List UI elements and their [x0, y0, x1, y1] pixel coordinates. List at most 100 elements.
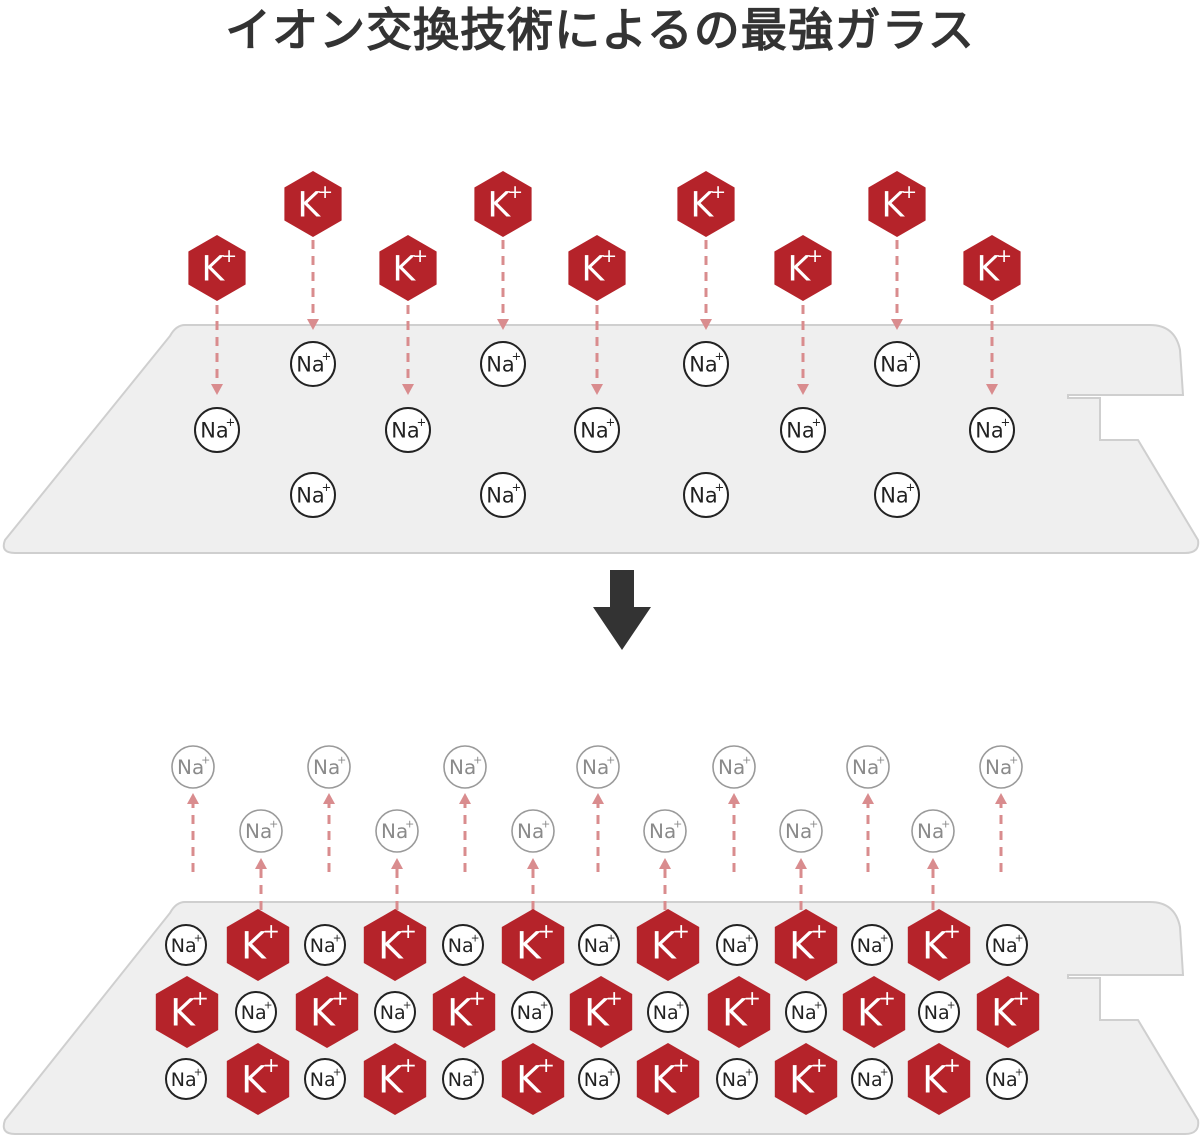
sodium-symbol: Na	[584, 1069, 610, 1091]
arrow-head-icon	[728, 793, 740, 804]
sodium-circle	[374, 991, 416, 1033]
potassium-ion: K+	[569, 976, 633, 1048]
sodium-circle	[443, 745, 487, 789]
sodium-ion: Na+	[716, 1058, 758, 1100]
potassium-hexagon	[363, 909, 427, 981]
potassium-charge: +	[606, 986, 623, 1010]
potassium-symbol: K	[722, 991, 748, 1035]
potassium-charge: +	[811, 919, 828, 943]
potassium-symbol: K	[789, 1058, 815, 1102]
sodium-charge: +	[676, 1000, 685, 1012]
sodium-charge: +	[906, 480, 916, 494]
sodium-charge: +	[322, 349, 332, 363]
potassium-hexagon	[432, 976, 496, 1048]
sodium-charge: +	[201, 753, 210, 766]
potassium-symbol: K	[991, 991, 1017, 1035]
sodium-symbol: Na	[296, 484, 324, 508]
sodium-ion: Na+	[480, 472, 526, 518]
sodium-charge: +	[607, 933, 616, 945]
sodium-symbol: Na	[580, 419, 608, 443]
potassium-charge: +	[263, 919, 280, 943]
sodium-ion: Na+	[574, 407, 620, 453]
sodium-charge: +	[541, 817, 550, 830]
sodium-circle	[165, 924, 207, 966]
potassium-charge: +	[901, 181, 917, 203]
sodium-charge: +	[333, 1067, 342, 1079]
potassium-ion: K+	[868, 171, 926, 237]
potassium-symbol: K	[487, 185, 511, 225]
potassium-ion: K+	[363, 909, 427, 981]
sodium-circle	[290, 472, 336, 518]
potassium-charge: +	[469, 986, 486, 1010]
sodium-symbol: Na	[785, 819, 812, 843]
potassium-hexagon	[842, 976, 906, 1048]
sodium-circle	[304, 924, 346, 966]
potassium-symbol: K	[881, 185, 905, 225]
potassium-charge: +	[221, 245, 237, 267]
sodium-ion: Na+	[194, 407, 240, 453]
sodium-ion: Na+	[683, 472, 729, 518]
sodium-symbol: Na	[992, 1069, 1018, 1091]
potassium-charge: +	[538, 919, 555, 943]
released-sodium-ion: Na+	[307, 745, 351, 789]
sodium-circle	[986, 1058, 1028, 1100]
potassium-ion: K+	[976, 976, 1040, 1048]
sodium-circle	[442, 1058, 484, 1100]
sodium-charge: +	[1015, 1067, 1024, 1079]
sodium-circle	[911, 809, 955, 853]
sodium-circle	[385, 407, 431, 453]
potassium-symbol: K	[392, 249, 416, 289]
released-sodium-ion: Na+	[576, 745, 620, 789]
sodium-symbol: Na	[517, 819, 544, 843]
arrow-head-icon	[700, 319, 712, 330]
sodium-symbol: Na	[310, 1069, 336, 1091]
potassium-hexagon	[677, 171, 735, 237]
potassium-symbol: K	[584, 991, 610, 1035]
sodium-circle	[643, 809, 687, 853]
potassium-hexagon	[907, 909, 971, 981]
potassium-ion: K+	[677, 171, 735, 237]
sodium-ion: Na+	[780, 407, 826, 453]
potassium-charge: +	[996, 245, 1012, 267]
potassium-symbol: K	[516, 1058, 542, 1102]
potassium-hexagon	[295, 976, 359, 1048]
potassium-hexagon	[976, 976, 1040, 1048]
sodium-ion: Na+	[785, 991, 827, 1033]
arrow-head-icon	[527, 858, 539, 869]
potassium-hexagon	[907, 1043, 971, 1115]
potassium-hexagon	[569, 976, 633, 1048]
potassium-ion: K+	[432, 976, 496, 1048]
sodium-circle	[375, 809, 419, 853]
potassium-ion: K+	[774, 909, 838, 981]
arrow-head-icon	[497, 319, 509, 330]
released-sodium-ion: Na+	[511, 809, 555, 853]
sodium-symbol: Na	[517, 1002, 543, 1024]
sodium-circle	[851, 924, 893, 966]
potassium-ion: K+	[636, 1043, 700, 1115]
sodium-circle	[576, 745, 620, 789]
sodium-charge: +	[745, 1067, 754, 1079]
sodium-symbol: Na	[722, 1069, 748, 1091]
potassium-hexagon	[226, 909, 290, 981]
sodium-charge: +	[471, 1067, 480, 1079]
sodium-symbol: Na	[880, 484, 908, 508]
sodium-charge: +	[226, 415, 236, 429]
potassium-symbol: K	[516, 924, 542, 968]
sodium-charge: +	[512, 349, 522, 363]
arrow-head-icon	[986, 384, 998, 395]
sodium-symbol: Na	[786, 419, 814, 443]
potassium-ion: K+	[284, 171, 342, 237]
sodium-charge: +	[745, 933, 754, 945]
arrow-head-icon	[187, 793, 199, 804]
potassium-symbol: K	[447, 991, 473, 1035]
potassium-hexagon	[363, 1043, 427, 1115]
sodium-ion: Na+	[304, 1058, 346, 1100]
potassium-hexagon	[868, 171, 926, 237]
potassium-ion: K+	[379, 235, 437, 301]
sodium-charge: +	[742, 753, 751, 766]
sodium-charge: +	[540, 1000, 549, 1012]
sodium-circle	[785, 991, 827, 1033]
sodium-circle	[716, 1058, 758, 1100]
sodium-symbol: Na	[448, 1069, 474, 1091]
